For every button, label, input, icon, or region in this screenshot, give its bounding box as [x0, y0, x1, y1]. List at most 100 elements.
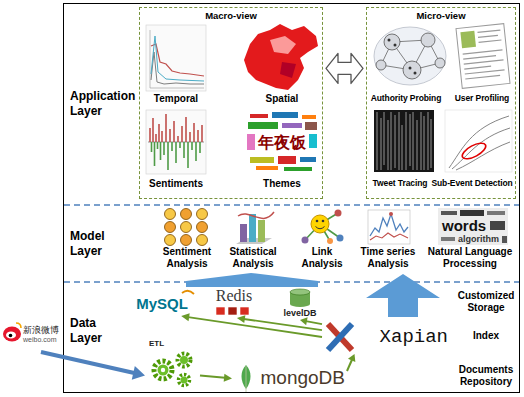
statistics-icon-part [249, 214, 256, 242]
authority-graph-part [435, 58, 445, 68]
xapian-mark-part [328, 324, 352, 350]
panel-label: Themes [247, 178, 317, 190]
model-label: Sentiment Analysis [156, 246, 218, 270]
sub-event-plot-part [449, 116, 510, 170]
node-text: 新浪微博 [23, 325, 59, 336]
sentiment-faces-part [181, 222, 192, 233]
theme-word-cloud-part [284, 167, 312, 171]
weibo-logo-part [16, 323, 21, 328]
weibo-logo-part [6, 331, 16, 338]
theme-word-cloud-part [309, 134, 317, 148]
sentiment-faces-part [181, 209, 192, 220]
authority-graph-part [376, 60, 386, 70]
xapian-mark-part [328, 324, 352, 350]
upward-flow-arrow [366, 274, 440, 317]
user-profile-sheet [456, 24, 510, 89]
sentiment-chart-part [152, 142, 201, 170]
panel-label: User Profiling [447, 93, 517, 103]
mongodb-leaf [242, 365, 251, 392]
weibo-logo [3, 323, 21, 342]
sentiment-faces [165, 209, 208, 246]
statistics-icon [236, 212, 274, 244]
link-icon-part [335, 210, 342, 217]
theme-word-cloud-part [247, 134, 255, 150]
theme-word-cloud-part [282, 123, 302, 128]
arrow-head [300, 317, 308, 325]
temporal-chart [146, 25, 206, 91]
connector-arrow [200, 374, 232, 382]
theme-word-cloud [247, 112, 317, 171]
connector-line [244, 319, 322, 330]
connector-line [306, 321, 322, 324]
source-logo: 新浪微博weibo.com [2, 318, 62, 352]
authority-graph-part [388, 39, 391, 42]
theme-word-cloud-part [256, 166, 278, 170]
link-icon-part [327, 238, 333, 244]
connector-arrow [326, 53, 363, 83]
nlp-collage [438, 208, 508, 245]
outer-frame [64, 4, 520, 393]
panel-label: Sub-Event Detection [427, 178, 517, 188]
authority-graph-part [374, 27, 446, 85]
link-icon-part [322, 220, 325, 223]
time-series-icon-part [389, 212, 393, 216]
weibo-logo-part [3, 327, 21, 342]
theme-word-cloud-part [250, 157, 274, 163]
sub-event-plot-part [445, 110, 512, 172]
temporal-chart-part [146, 25, 206, 91]
node-text: Macro-view [205, 10, 257, 21]
upward-flow-arrow [186, 273, 318, 287]
tweet-tracing-image-part [374, 110, 434, 172]
user-profile-sheet-part [460, 31, 476, 48]
sentiment-faces-part [165, 222, 176, 233]
tier-label: Documents Repository [454, 364, 518, 388]
link-icon-part [316, 227, 325, 229]
sentiment-chart-part [150, 114, 202, 142]
theme-word-cloud-part [250, 114, 268, 118]
tier-label: Index [454, 330, 518, 342]
node-text: Application Layer [70, 89, 137, 119]
mongodb-leaf-part [246, 366, 247, 392]
authority-graph-part [384, 34, 400, 50]
etl-gears-part [179, 375, 190, 386]
statistics-icon-part [238, 212, 274, 218]
word-cloud-text: 年夜饭 [252, 133, 312, 152]
sub-event-plot-part [460, 140, 488, 162]
sentiment-chart [146, 110, 206, 174]
weibo-logo-part [9, 334, 13, 338]
panel-label: Sentiments [141, 178, 211, 190]
authority-graph-part [403, 61, 421, 79]
connector-line [41, 352, 134, 373]
theme-word-cloud-part [302, 115, 316, 119]
time-series-icon-part [370, 214, 408, 236]
model-label: Statistical Analysis [222, 246, 284, 270]
theme-word-cloud-part [305, 122, 317, 130]
temporal-chart-part [151, 36, 204, 81]
panel-label: Temporal [141, 93, 211, 105]
spatial-map [244, 24, 318, 90]
time-series-icon [368, 210, 410, 244]
node-text: MySQL [136, 296, 188, 311]
connector-line [200, 376, 225, 378]
nlp-collage-part [438, 208, 508, 245]
panel-label: Authority Probing [361, 93, 451, 103]
node-text: levelDB [283, 309, 316, 318]
sentiment-chart-part [146, 110, 206, 174]
link-icon-part [302, 237, 309, 244]
etl-gears-part [180, 356, 188, 364]
connector-arrow [347, 354, 355, 371]
nlp-collage-part [441, 237, 455, 241]
statistics-icon-part [258, 220, 265, 242]
link-icon-part [311, 215, 329, 233]
redis-cubes-part [228, 307, 237, 315]
sub-event-plot [445, 110, 512, 172]
redis-cubes-part [216, 307, 225, 315]
storage-logo: levelDB [276, 288, 324, 320]
sentiment-faces-part [165, 235, 176, 246]
model-label: Link Analysis [291, 246, 353, 270]
index-logo: Xapian [322, 320, 452, 354]
authority-graph-part [421, 33, 435, 47]
etl-gears-part [178, 354, 191, 367]
temporal-chart-part [150, 30, 204, 88]
